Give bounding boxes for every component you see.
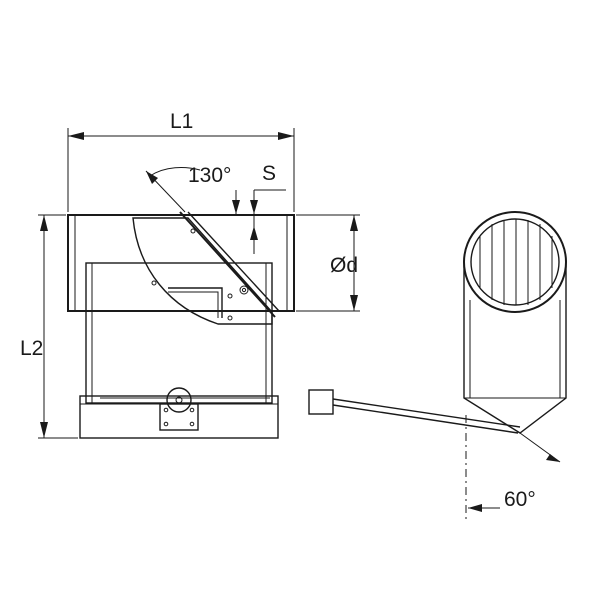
dimension-angle-130: 130° [145, 164, 240, 214]
duct-spigot [67, 214, 295, 312]
dimension-diameter: Ød [296, 214, 360, 312]
blade-sweep-arc [132, 217, 273, 325]
label-diameter: Ød [330, 254, 358, 277]
dimension-l2: L2 [20, 214, 78, 439]
dimension-angle-60: 60° [468, 432, 561, 512]
actuator-handle [308, 389, 521, 434]
label-l1: L1 [170, 110, 193, 133]
label-angle-60: 60° [504, 488, 536, 511]
label-l2: L2 [20, 337, 43, 360]
label-s: S [262, 162, 276, 185]
dimension-l1: L1 [67, 110, 295, 212]
cylinder-body [463, 260, 567, 434]
label-angle-130: 130° [188, 164, 231, 187]
actuator-frame [85, 228, 273, 404]
end-view: 60° [308, 211, 567, 520]
louvre-opening [463, 211, 567, 313]
side-view: L1 L2 130° S [20, 110, 360, 439]
base-plate [79, 387, 279, 439]
damper-blade [179, 211, 280, 318]
dimension-s: S [250, 162, 286, 254]
